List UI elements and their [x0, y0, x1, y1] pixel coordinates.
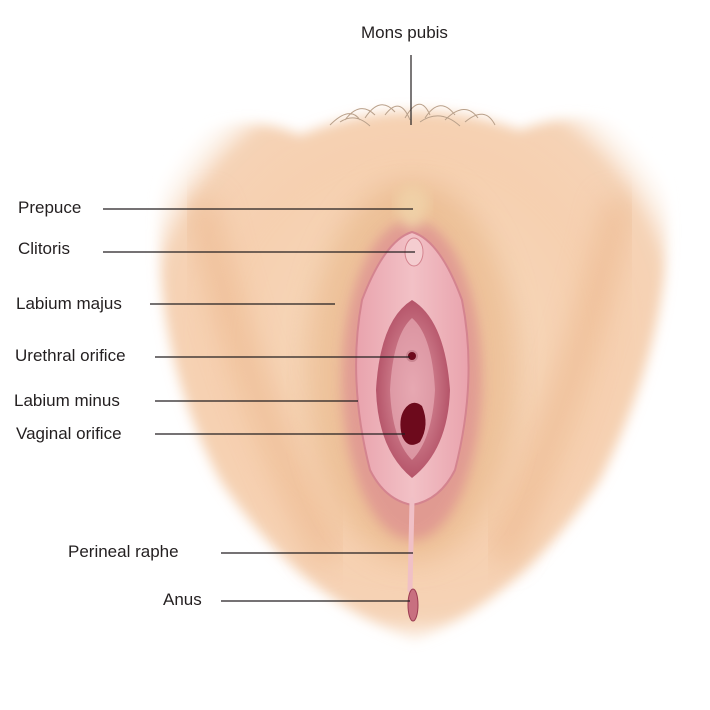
label-labium-minus: Labium minus — [14, 391, 120, 410]
label-prepuce: Prepuce — [18, 198, 82, 217]
label-labium-majus: Labium majus — [16, 294, 122, 313]
label-mons-pubis: Mons pubis — [361, 23, 448, 42]
label-urethral-orifice: Urethral orifice — [15, 346, 126, 365]
label-perineal-raphe: Perineal raphe — [68, 542, 179, 561]
vaginal-orifice-shape — [400, 402, 426, 445]
label-vaginal-orifice: Vaginal orifice — [16, 424, 122, 443]
leader-lines — [103, 55, 415, 602]
urethral-orifice-shape — [406, 350, 418, 362]
anus-shape — [407, 588, 419, 622]
label-anus: Anus — [163, 590, 202, 609]
pubic-hair — [329, 103, 496, 127]
label-clitoris: Clitoris — [18, 239, 70, 258]
perineal-raphe-shape — [407, 497, 415, 593]
